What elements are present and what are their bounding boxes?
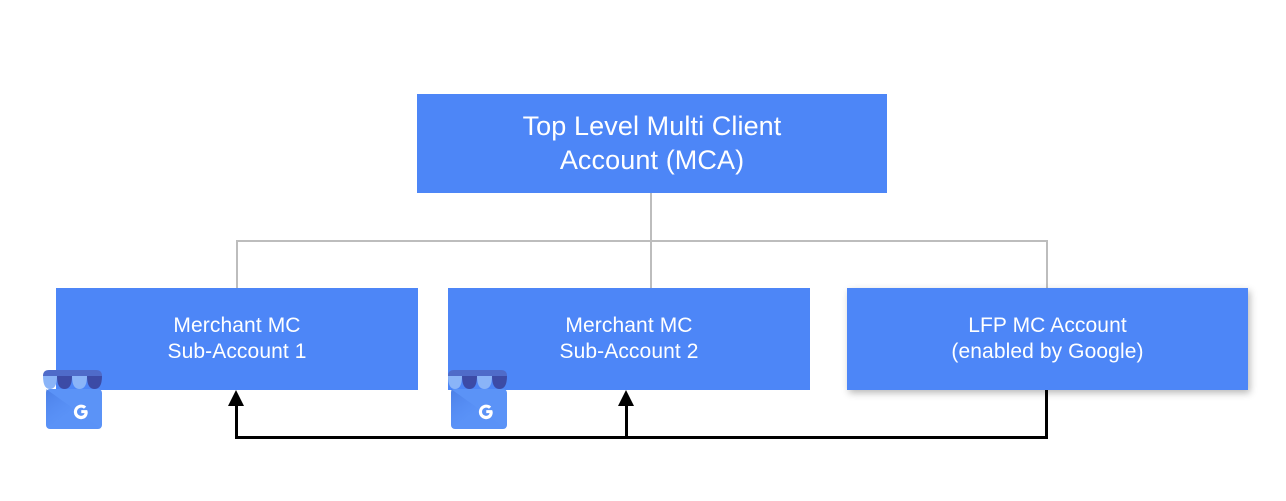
google-business-profile-storefront-icon (448, 370, 507, 429)
node-merchant-mc-sub-account-2[interactable]: Merchant MC Sub-Account 2 (448, 288, 810, 390)
google-business-profile-storefront-icon (43, 370, 102, 429)
connector-horizontal-bar (236, 240, 1048, 242)
node-merchant-mc-sub-account-2-label: Merchant MC Sub-Account 2 (559, 313, 699, 363)
node-top-level-mca-label: Top Level Multi Client Account (MCA) (522, 110, 782, 175)
connector-drop-sub-account-1 (236, 240, 238, 290)
flow-line-lfp-to-sub-accounts (235, 436, 1048, 439)
flow-riser-to-sub-account-2 (625, 404, 628, 439)
node-lfp-mc-account[interactable]: LFP MC Account (enabled by Google) (847, 288, 1248, 390)
arrow-head-sub-account-1-icon (228, 390, 244, 406)
flow-riser-to-sub-account-1 (235, 404, 238, 439)
connector-drop-sub-account-2 (650, 240, 652, 290)
node-lfp-mc-account-label: LFP MC Account (enabled by Google) (951, 313, 1144, 363)
node-merchant-mc-sub-account-1[interactable]: Merchant MC Sub-Account 1 (56, 288, 418, 390)
flow-riser-from-lfp (1045, 390, 1048, 439)
node-top-level-mca[interactable]: Top Level Multi Client Account (MCA) (417, 94, 887, 193)
connector-mca-trunk (650, 193, 652, 242)
node-merchant-mc-sub-account-1-label: Merchant MC Sub-Account 1 (167, 313, 307, 363)
connector-drop-lfp-account (1046, 240, 1048, 290)
arrow-head-sub-account-2-icon (618, 390, 634, 406)
